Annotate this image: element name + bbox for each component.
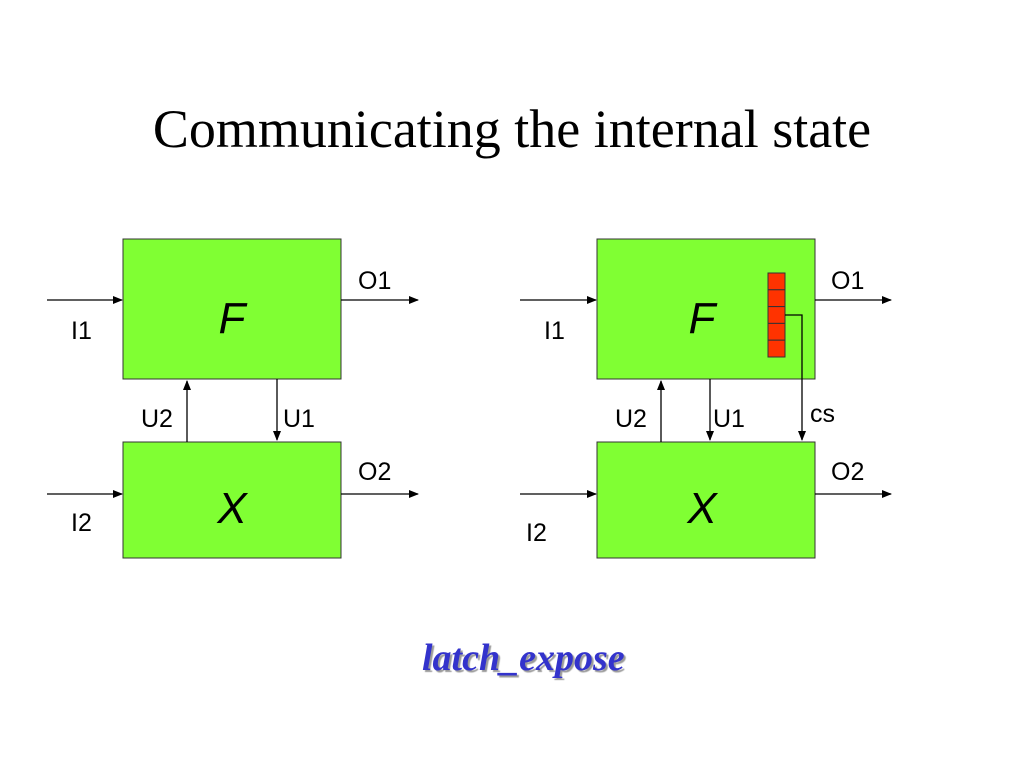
- right-x-label: X: [686, 484, 718, 533]
- register-cell: [767, 272, 786, 291]
- register-cell: [767, 306, 786, 324]
- left-i1-label: I1: [71, 317, 92, 345]
- right-u2-label: U2: [615, 405, 647, 433]
- caption-latch-expose: latch_expose: [422, 637, 625, 679]
- register-cell: [767, 322, 786, 341]
- right-u1-label: U1: [713, 405, 745, 433]
- left-o2-label: O2: [358, 458, 391, 486]
- right-i2-label: I2: [526, 519, 547, 547]
- left-f-label: F: [219, 294, 248, 343]
- cs-arrow: [785, 314, 806, 441]
- left-diagram: F X I1 I2 O1 O2 U2 U1: [47, 238, 419, 559]
- register-cell: [767, 289, 786, 308]
- left-o1-label: O1: [358, 267, 391, 295]
- right-x-box: [596, 441, 816, 559]
- left-u2-label: U2: [141, 405, 173, 433]
- slide-title: Communicating the internal state: [152, 99, 872, 159]
- right-o2-label: O2: [831, 458, 864, 486]
- left-x-box: [122, 441, 342, 559]
- right-i1-label: I1: [544, 317, 565, 345]
- left-x-label: X: [216, 484, 248, 533]
- register-cell: [767, 339, 786, 358]
- right-diagram: F X cs I1 I2 O1 O2 U2 U1: [520, 238, 892, 559]
- left-i2-label: I2: [71, 509, 92, 537]
- left-f-box: [122, 238, 342, 380]
- left-u1-label: U1: [283, 405, 315, 433]
- right-o1-label: O1: [831, 267, 864, 295]
- right-f-label: F: [689, 294, 718, 343]
- cs-label: cs: [810, 400, 835, 428]
- state-register: [767, 272, 786, 358]
